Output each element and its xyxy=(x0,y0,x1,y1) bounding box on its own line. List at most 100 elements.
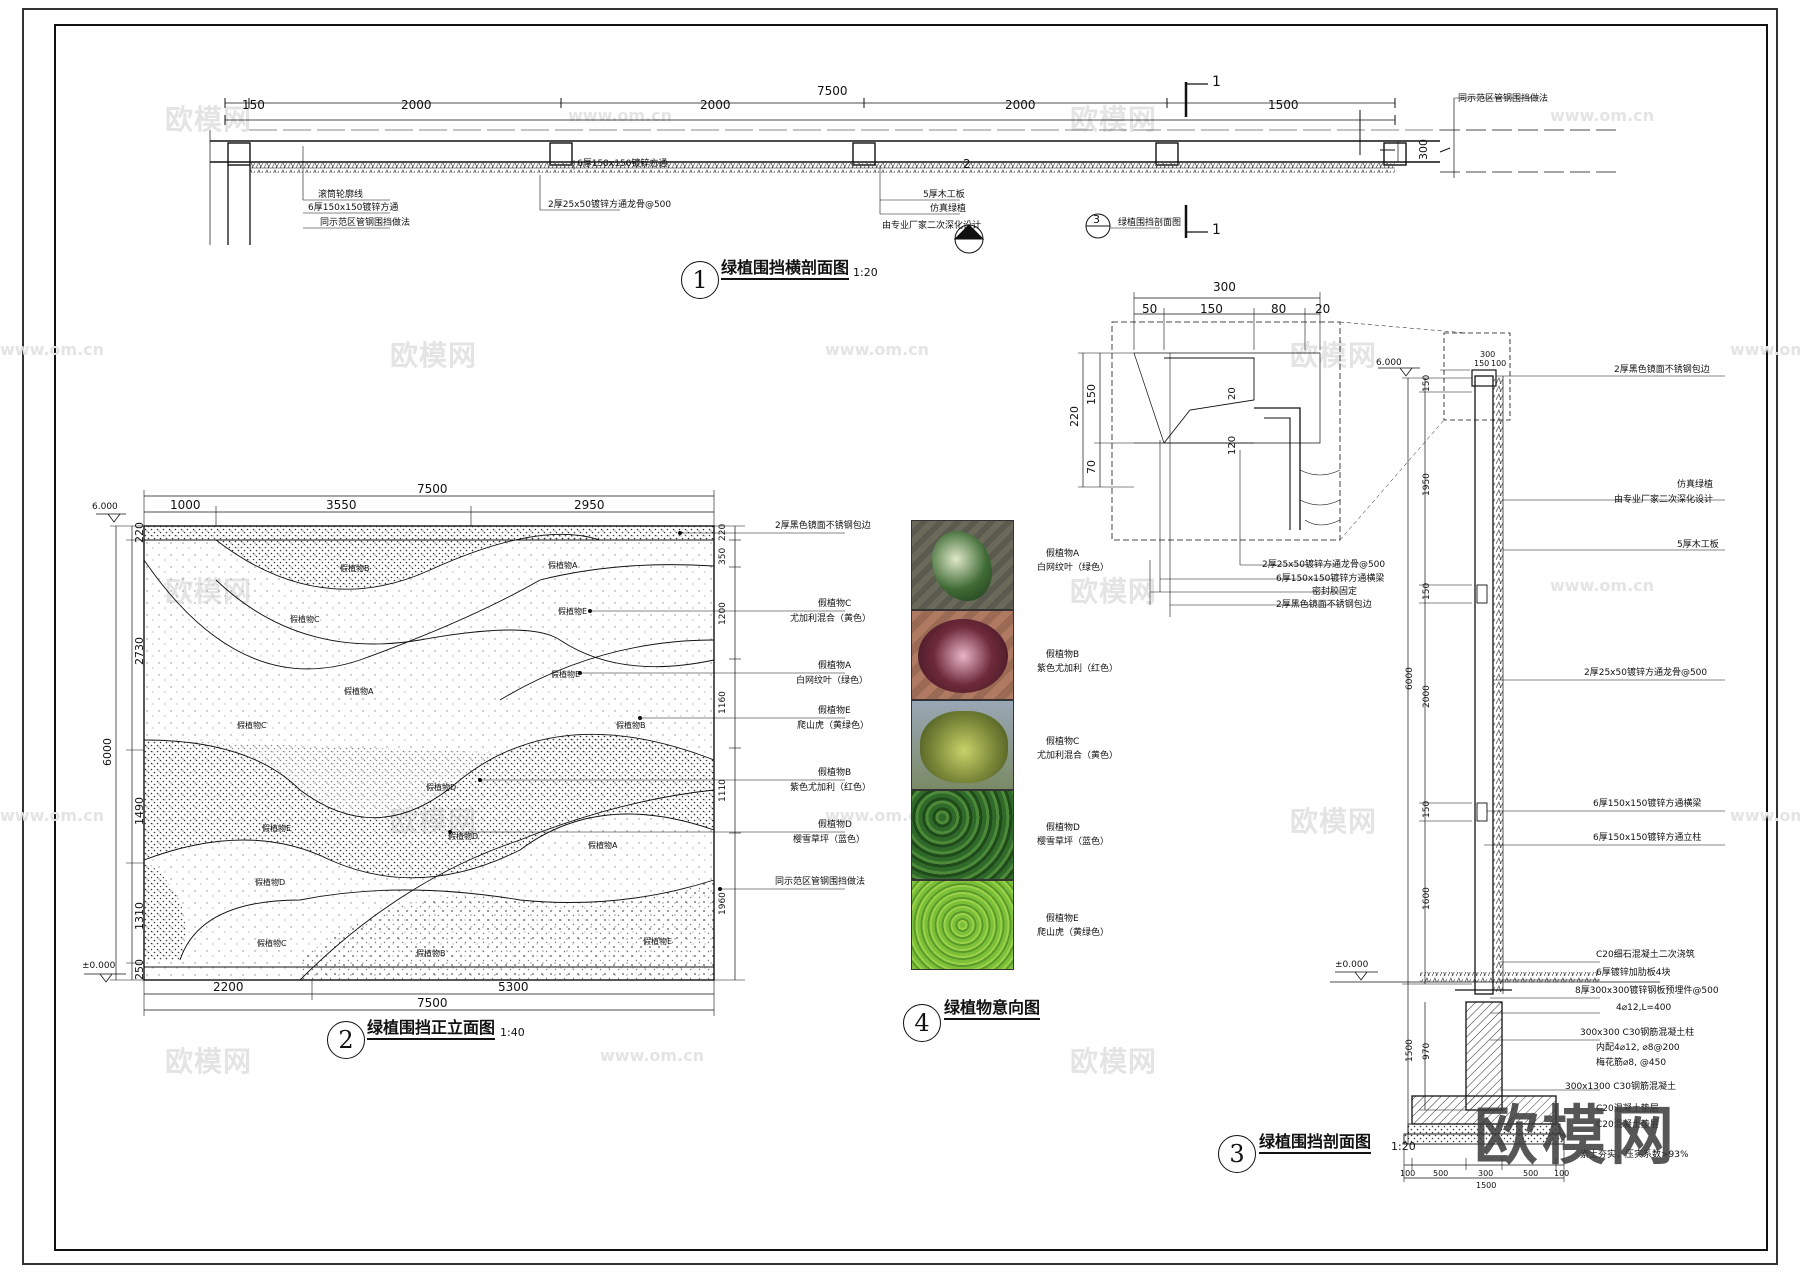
plant-e-name: 假植物E xyxy=(1046,914,1079,924)
level-bottom: ±0.000 xyxy=(82,961,116,971)
s3-label-rc-footing: 300x1300 C30钢筋混凝土 xyxy=(1565,1082,1677,1092)
watermark-site: www.om.cn xyxy=(0,340,105,359)
section3-full xyxy=(1330,332,1725,1182)
drawing-sheet-outer-border xyxy=(22,8,1778,1265)
detail-dim-80: 80 xyxy=(1271,302,1287,316)
plant-c-name: 假植物C xyxy=(1046,737,1080,747)
section3-bottom-100-a: 100 xyxy=(1400,1169,1416,1178)
plant-c-desc: 尤加利混合（黄色） xyxy=(1037,751,1119,761)
level-top: 6.000 xyxy=(92,502,118,512)
detail-dim-70: 70 xyxy=(1085,460,1098,474)
s3-label-second-design: 由专业厂家二次深化设计 xyxy=(1614,495,1714,505)
callout-steel-edge: 2厚黑色镜面不锈钢包边 xyxy=(775,521,871,531)
label-steel-tube-2: 6厚150x150镀锌方通 xyxy=(577,159,668,169)
s3-label-beam: 6厚150x150镀锌方通横梁 xyxy=(1593,799,1702,809)
zone-label: 假植物B xyxy=(416,949,446,958)
section1-title: 绿植围挡横剖面图 xyxy=(721,258,850,280)
watermark: 欧模网 xyxy=(1290,339,1378,372)
callout-plant-a-desc: 白网纹叶（绿色） xyxy=(796,676,869,686)
dim-side-300: 300 xyxy=(1417,139,1430,160)
watermark-site: www.om.cn xyxy=(600,1046,705,1065)
dim-left-1490: 1490 xyxy=(133,797,146,825)
detail-dim-50: 50 xyxy=(1142,302,1158,316)
section3-dim-150-b: 150 xyxy=(1422,582,1432,600)
dim-right-1160: 1160 xyxy=(718,691,728,714)
watermark: 欧模网 xyxy=(1290,805,1378,838)
cut-mark-top: 1 xyxy=(1212,74,1221,90)
zone-label: 假植物E xyxy=(551,670,581,679)
s3-label-rib-plate: 6厚镀锌加肋板4块 xyxy=(1596,968,1671,978)
detail-dim-total: 300 xyxy=(1213,280,1236,294)
dim-left-2730: 2730 xyxy=(133,637,146,665)
watermark: 欧模网 xyxy=(390,339,478,372)
s3-label-woodboard: 5厚木工板 xyxy=(1677,540,1719,550)
section2-number: 2 xyxy=(327,1021,365,1059)
callout-plant-b-desc: 紫色尤加利（红色） xyxy=(790,783,872,793)
watermark-site: www.om.cn xyxy=(825,806,930,825)
section3-scale: 1:20 xyxy=(1391,1140,1416,1153)
watermark-site: www.om.cn xyxy=(1730,340,1800,359)
watermark: 欧模网 xyxy=(1070,1045,1158,1078)
zone-label: 假植物A xyxy=(344,687,374,696)
zone-label: 假植物C xyxy=(257,939,287,948)
dim-left-1310: 1310 xyxy=(133,902,146,930)
dim-bottom-2200: 2200 xyxy=(213,980,244,994)
plant-a-name: 假植物A xyxy=(1046,549,1080,559)
dim-right-1200: 1200 xyxy=(718,602,728,625)
dim-150: 150 xyxy=(242,98,265,112)
center-mark: 2 xyxy=(963,157,971,171)
watermark-site: www.om.cn xyxy=(1730,806,1800,825)
zone-label: 假植物D xyxy=(448,832,479,841)
section3-dim-150-a: 150 xyxy=(1422,374,1432,392)
section3-top-dim-300: 300 xyxy=(1480,350,1496,359)
zone-label: 假植物B xyxy=(340,564,370,573)
section3-top-dim-150: 150 xyxy=(1474,359,1490,368)
plant-image-d xyxy=(911,790,1014,880)
section3-bottom-500-b: 500 xyxy=(1523,1169,1539,1178)
s3-label-keel: 2厚25x50镀锌方通龙骨@500 xyxy=(1584,668,1708,678)
watermark-site: www.om.cn xyxy=(1550,106,1655,125)
watermark: 欧模网 xyxy=(1070,575,1158,608)
section3-dim-1500: 1500 xyxy=(1405,1039,1415,1062)
callout-plant-c-desc: 尤加利混合（黄色） xyxy=(790,614,872,624)
dim-left-total: 6000 xyxy=(101,738,114,766)
watermark: 欧模网 xyxy=(1070,103,1158,136)
label-fence-method: 同示范区管钢围挡做法 xyxy=(320,218,411,228)
plant-image-e xyxy=(911,880,1014,970)
watermark: 欧模网 xyxy=(165,103,253,136)
label-scroll-outline: 滚筒轮廓线 xyxy=(318,190,364,200)
section4-title: 绿植物意向图 xyxy=(944,998,1041,1020)
section3-level-ground: ±0.000 xyxy=(1335,960,1369,970)
section2-elevation xyxy=(84,490,845,1016)
section3-bottom-total: 1500 xyxy=(1476,1181,1497,1190)
dim-bottom-total: 7500 xyxy=(417,996,448,1010)
s3-label-cushion-a: C20混凝土垫层 xyxy=(1596,1104,1659,1114)
detail-label-steel-edge: 2厚黑色镜面不锈钢包边 xyxy=(1276,600,1372,610)
dim-top-2950: 2950 xyxy=(574,498,605,512)
section2-title: 绿植围挡正立面图 xyxy=(367,1018,496,1040)
callout-plant-e-desc: 爬山虎（黄绿色） xyxy=(797,721,870,731)
detail-dim-120: 120 xyxy=(1227,435,1238,455)
dim-top-3550: 3550 xyxy=(326,498,357,512)
section3-title: 绿植围挡剖面图 xyxy=(1259,1132,1372,1154)
detail-label-keel: 2厚25x50镀锌方通龙骨@500 xyxy=(1262,560,1386,570)
ref-circle-3: 3 xyxy=(1093,213,1100,226)
dim-2000-a: 2000 xyxy=(401,98,432,112)
dim-2000-c: 2000 xyxy=(1005,98,1036,112)
label-steel-tube: 6厚150x150镀锌方通 xyxy=(308,203,399,213)
section3-number: 3 xyxy=(1218,1135,1256,1173)
detail-dim-20: 20 xyxy=(1315,302,1331,316)
zone-label: 假植物E xyxy=(558,607,588,616)
plant-b-name: 假植物B xyxy=(1046,650,1080,660)
section3-bottom-500-a: 500 xyxy=(1433,1169,1449,1178)
label-section-ref: 绿植围挡剖面图 xyxy=(1118,218,1182,228)
zone-label: 假植物A xyxy=(588,841,618,850)
zone-label: 假植物B xyxy=(616,721,646,730)
s3-label-rc-ring: 梅花筋⌀8, @450 xyxy=(1596,1058,1667,1068)
zone-label: 假植物D xyxy=(255,878,286,887)
dim-right-220: 220 xyxy=(718,523,728,541)
detail-label-beam: 6厚150x150镀锌方通横梁 xyxy=(1276,574,1385,584)
detail-dim-20-inner: 20 xyxy=(1227,387,1238,400)
cut-mark-bottom: 1 xyxy=(1212,222,1221,238)
